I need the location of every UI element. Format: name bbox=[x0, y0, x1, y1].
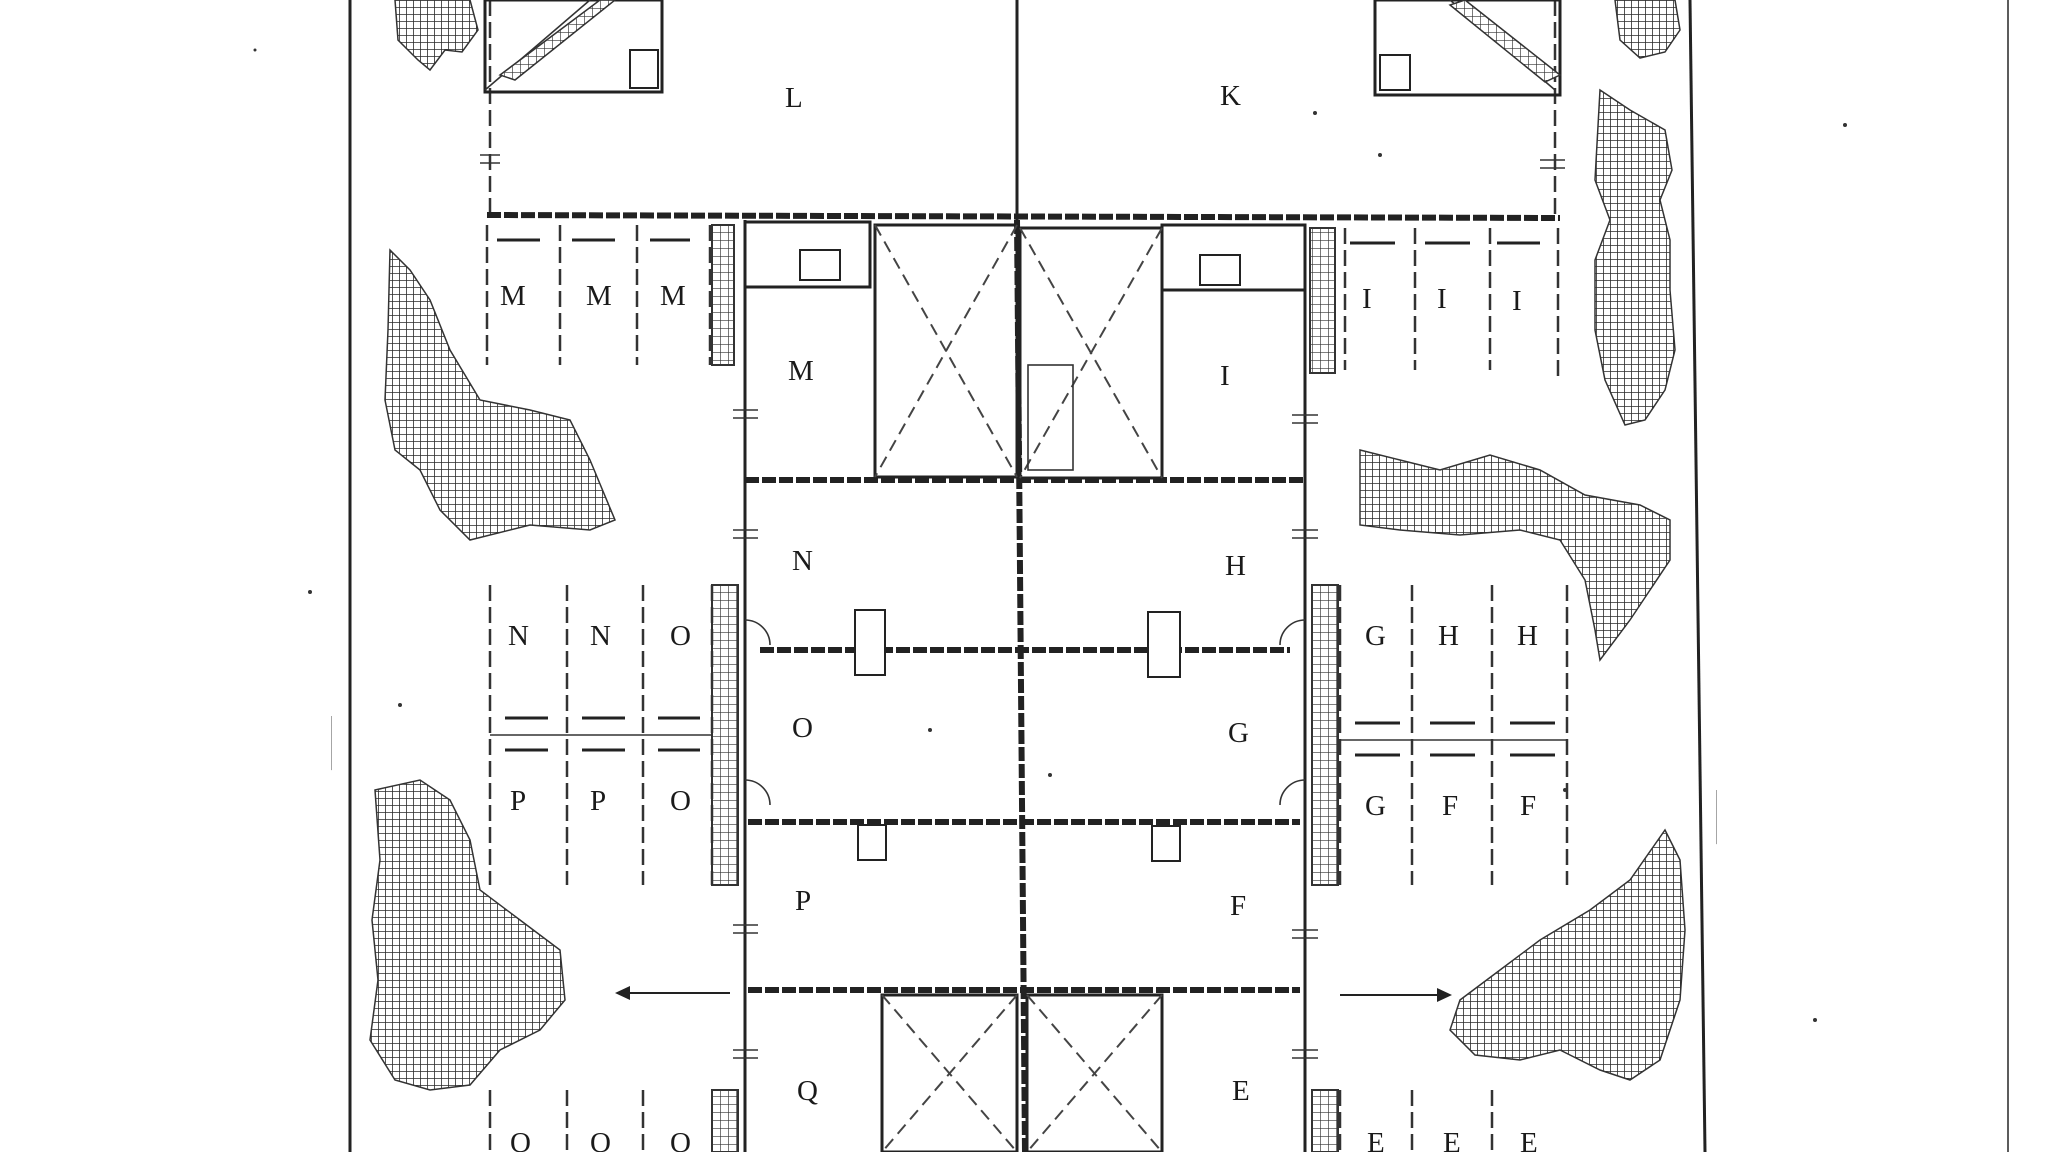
page-frame bbox=[348, 0, 2009, 1152]
room-label-i-unit: I bbox=[1220, 360, 1230, 392]
parking-left-upper bbox=[485, 224, 735, 366]
stair-room-left bbox=[483, 0, 664, 94]
room-label-i-stall-1: I bbox=[1362, 283, 1372, 315]
room-label-k: K bbox=[1220, 80, 1241, 112]
room-label-o-stall-3: O bbox=[510, 1127, 531, 1152]
room-label-p-stall-2: P bbox=[590, 785, 606, 817]
landscape-areas bbox=[369, 0, 1686, 1091]
landscape-top-left bbox=[394, 0, 479, 72]
room-label-e-stall-1: E bbox=[1367, 1127, 1385, 1152]
room-label-i-stall-3: I bbox=[1512, 285, 1522, 317]
side-note-left: —————— bbox=[326, 715, 336, 771]
unit-l-k-block bbox=[480, 0, 1565, 221]
landscape-left-mid bbox=[384, 248, 616, 541]
room-label-m-stall-3: M bbox=[660, 280, 686, 312]
void-lower-left bbox=[880, 993, 1019, 1152]
room-label-h-stall-2: H bbox=[1517, 620, 1538, 652]
direction-arrows bbox=[615, 986, 1452, 1002]
parking-right-lower bbox=[1338, 585, 1569, 1152]
room-label-e-stall-3: E bbox=[1520, 1127, 1538, 1152]
room-label-f-stall-2: F bbox=[1520, 790, 1536, 822]
room-label-p-stall-1: P bbox=[510, 785, 526, 817]
landscape-right-lower bbox=[1449, 828, 1686, 1081]
room-label-n-stall-1: N bbox=[508, 620, 529, 652]
room-label-h-unit: H bbox=[1225, 550, 1246, 582]
parking-right-upper bbox=[1309, 227, 1560, 380]
room-label-g-unit: G bbox=[1228, 717, 1249, 749]
room-label-m-stall-1: M bbox=[500, 280, 526, 312]
room-label-f-unit: F bbox=[1230, 890, 1246, 922]
landscape-left-lower bbox=[369, 779, 566, 1091]
stairs-left-mid bbox=[711, 584, 739, 1152]
room-label-o-stall-1: O bbox=[670, 620, 691, 652]
side-note-right: —————— bbox=[1712, 789, 1722, 845]
landscape-top-right bbox=[1614, 0, 1681, 59]
room-label-m-unit: M bbox=[788, 355, 814, 387]
stair-box-m bbox=[743, 220, 872, 289]
scan-specks bbox=[253, 48, 1847, 1022]
room-label-p-unit: P bbox=[795, 885, 811, 917]
room-label-o-stall-4: O bbox=[590, 1127, 611, 1152]
room-labels: L K M M M M I I I I N H N N O G H H O G … bbox=[500, 80, 1538, 1152]
room-label-e-unit: E bbox=[1232, 1075, 1250, 1107]
stairs-right-mid bbox=[1311, 584, 1339, 1152]
room-label-e-stall-2: E bbox=[1443, 1127, 1461, 1152]
room-label-i-stall-2: I bbox=[1437, 283, 1447, 315]
parking-left-lower bbox=[488, 585, 714, 1152]
landscape-right-upper bbox=[1594, 88, 1676, 426]
room-label-n-stall-2: N bbox=[590, 620, 611, 652]
room-label-g-stall-2: G bbox=[1365, 790, 1386, 822]
room-label-l: L bbox=[785, 82, 803, 114]
room-label-o-stall-2: O bbox=[670, 785, 691, 817]
room-label-n-unit: N bbox=[792, 545, 813, 577]
landscape-right-mid bbox=[1359, 449, 1671, 662]
room-label-g-stall-1: G bbox=[1365, 620, 1386, 652]
void-upper-left bbox=[873, 223, 1019, 479]
room-label-o-unit: O bbox=[792, 712, 813, 744]
room-label-q-unit: Q bbox=[797, 1075, 818, 1107]
stair-room-right bbox=[1373, 0, 1562, 97]
void-lower-right bbox=[1025, 993, 1164, 1152]
room-label-m-stall-2: M bbox=[586, 280, 612, 312]
void-upper-right bbox=[1018, 226, 1164, 480]
room-label-h-stall-1: H bbox=[1438, 620, 1459, 652]
room-label-f-stall-1: F bbox=[1442, 790, 1458, 822]
room-label-o-stall-5: O bbox=[670, 1127, 691, 1152]
central-building bbox=[733, 219, 1318, 1152]
